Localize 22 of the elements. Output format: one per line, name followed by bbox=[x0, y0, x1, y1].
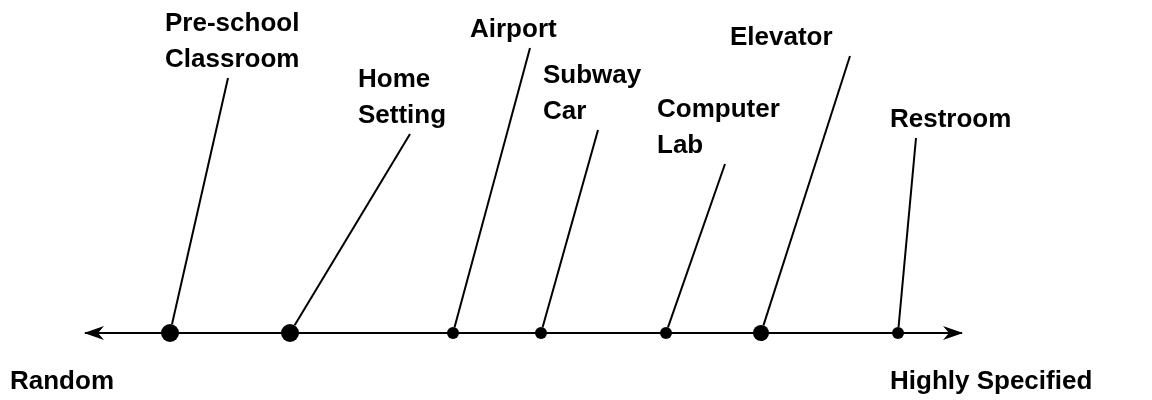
leader-line bbox=[667, 163, 726, 329]
leader-line bbox=[762, 55, 851, 327]
setting-label: Pre-school Classroom bbox=[165, 4, 335, 76]
point-marker bbox=[161, 324, 179, 342]
point-marker bbox=[753, 325, 769, 341]
leader-line bbox=[897, 137, 917, 329]
setting-label: Computer Lab bbox=[657, 90, 812, 162]
point-marker bbox=[281, 324, 299, 342]
point-marker bbox=[447, 327, 459, 339]
leader-line bbox=[293, 133, 411, 327]
leader-line bbox=[453, 47, 531, 329]
leader-line bbox=[171, 77, 229, 326]
point-marker bbox=[892, 327, 904, 339]
point-marker bbox=[660, 327, 672, 339]
leader-line bbox=[541, 129, 599, 329]
scale-end-label: Highly Specified bbox=[890, 364, 1093, 397]
setting-label: Home Setting bbox=[358, 60, 473, 132]
setting-label: Airport bbox=[470, 10, 585, 46]
point-marker bbox=[535, 327, 547, 339]
setting-label: Restroom bbox=[890, 100, 1045, 136]
setting-label: Elevator bbox=[730, 18, 880, 54]
scale-end-label: Random bbox=[10, 364, 114, 397]
